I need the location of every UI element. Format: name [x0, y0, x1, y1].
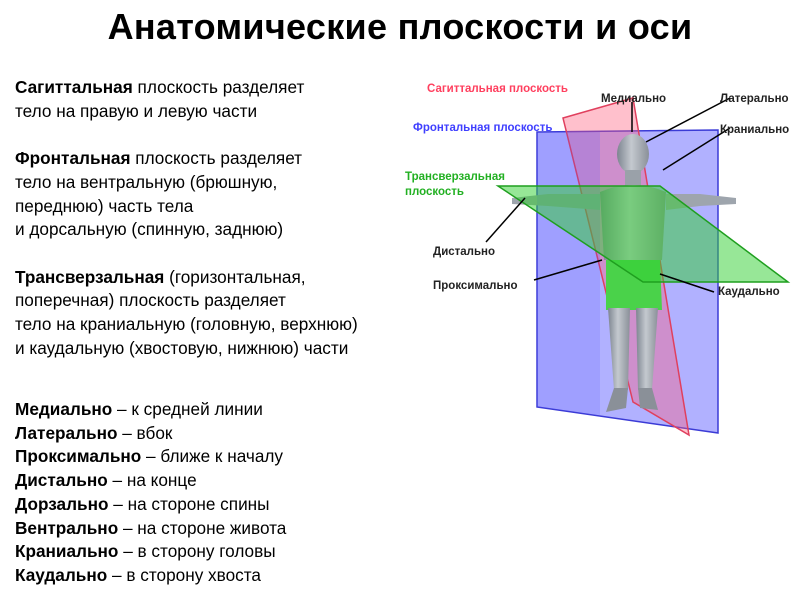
definition-distal: Дистально – на конце [15, 470, 197, 491]
anatomy-illustration [485, 97, 791, 437]
page-title: Анатомические плоскости и оси [107, 6, 693, 47]
label-transverse-plane-1: Трансверзальная [405, 171, 505, 183]
transverse-paragraph: Трансверзальная (горизонтальная, попереч… [15, 266, 358, 358]
definition-medial: Медиально – к средней линии [15, 399, 263, 419]
label-transverse-plane-2: плоскость [405, 186, 464, 198]
sagittal-term: Сагиттальная [15, 77, 133, 97]
definition-ventral: Вентрально – на стороне живота [15, 517, 287, 538]
anatomy-figure: Сагиттальная плоскость Фронтальная плоск… [400, 70, 800, 450]
sagittal-paragraph: Сагиттальная плоскость разделяет тело на… [15, 77, 305, 121]
direction-definitions: Медиально – к средней линии Латерально –… [15, 398, 435, 588]
label-sagittal-plane: Сагиттальная плоскость [427, 83, 568, 95]
transverse-term: Трансверзальная [15, 266, 165, 287]
label-distal: Дистально [433, 246, 496, 258]
definition-caudal: Каудально – в сторону хвоста [15, 564, 261, 585]
label-cranial: Краниально [720, 124, 790, 136]
definition-proximal: Проксимально – ближе к началу [15, 446, 284, 467]
label-proximal: Проксимально [433, 280, 518, 292]
label-caudal: Каудально [718, 286, 780, 298]
definition-cranial: Краниально – в сторону головы [15, 541, 276, 562]
transverse-plane [495, 185, 791, 283]
frontal-term: Фронтальная [15, 148, 131, 169]
definition-dorsal: Дорзально – на стороне спины [15, 493, 270, 514]
label-lateral: Латерально [720, 93, 789, 105]
label-medial: Медиально [601, 93, 667, 105]
definition-lateral: Латерально – вбок [15, 422, 173, 443]
label-frontal-plane: Фронтальная плоскость [413, 122, 553, 134]
frontal-paragraph: Фронтальная плоскость разделяет тело на … [15, 148, 303, 240]
planes-description: Сагиттальная плоскость разделяет тело на… [15, 76, 465, 360]
